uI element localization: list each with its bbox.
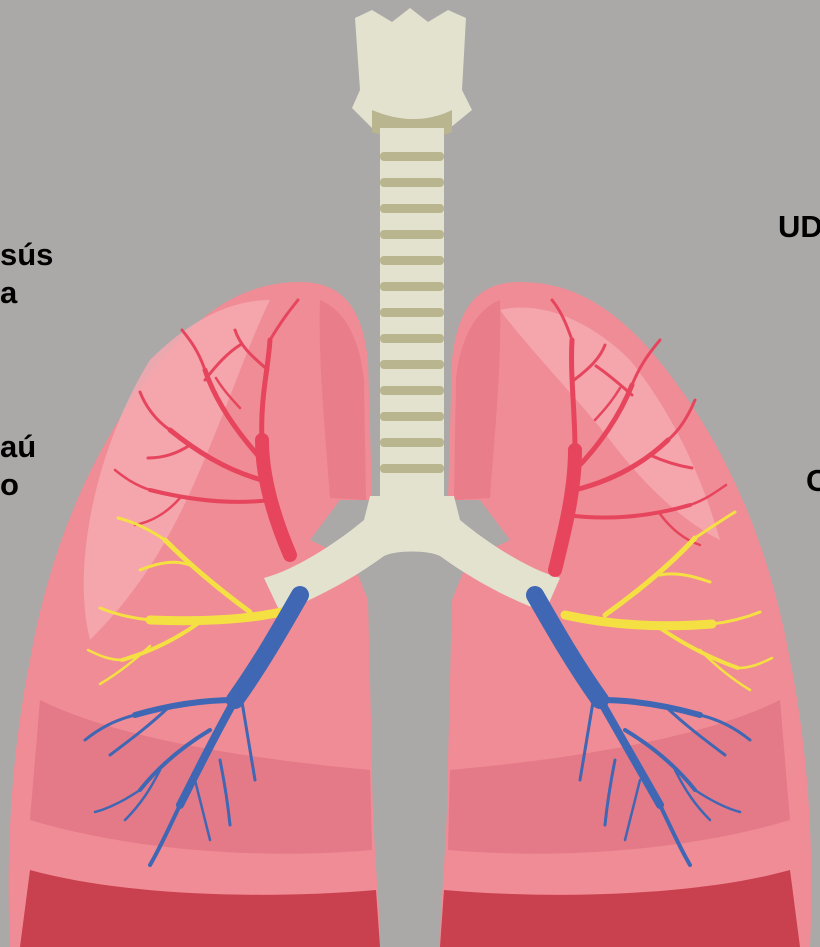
larynx bbox=[352, 8, 472, 128]
left-label-top-line-2: a bbox=[0, 274, 53, 312]
left-label-top: sús a bbox=[0, 236, 53, 312]
right-label-middle-line-1: C bbox=[806, 462, 820, 500]
right-label-top-line-1: UD bbox=[778, 208, 820, 246]
left-label-top-line-1: sús bbox=[0, 236, 53, 274]
left-lung bbox=[9, 282, 380, 947]
left-label-middle-line-2: o bbox=[0, 466, 36, 504]
right-label-top: UD bbox=[778, 208, 820, 246]
right-label-middle: C bbox=[806, 462, 820, 500]
left-label-middle: aú o bbox=[0, 428, 36, 504]
left-label-middle-line-1: aú bbox=[0, 428, 36, 466]
